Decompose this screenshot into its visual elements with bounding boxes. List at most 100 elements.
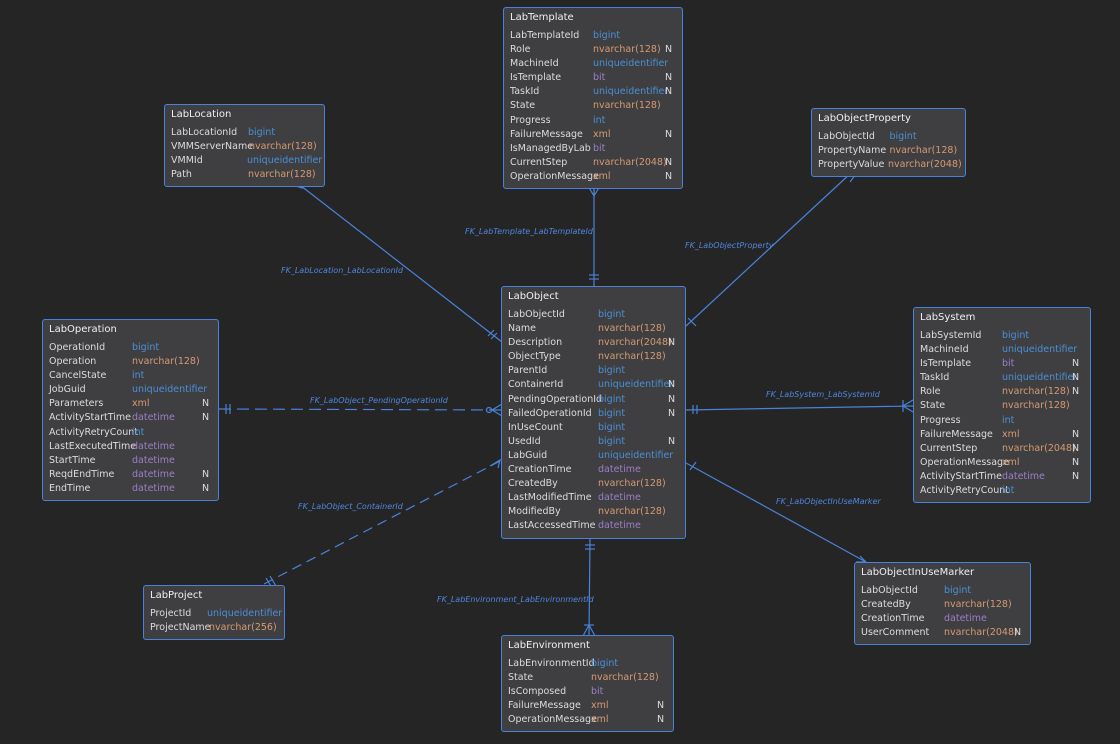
- rel-lab-location[interactable]: [289, 179, 503, 343]
- column-name: Parameters: [49, 398, 104, 410]
- column-name: LastAccessedTime: [508, 520, 596, 532]
- rel-lab-object-in-use-marker[interactable]: [685, 461, 868, 563]
- column-nullable: N: [1072, 442, 1080, 454]
- column-type: datetime: [598, 520, 641, 532]
- column-type: nvarchar(2048): [888, 159, 962, 171]
- column-type: int: [1002, 414, 1015, 426]
- rel-lab-operation[interactable]: [218, 403, 503, 417]
- column-type: nvarchar(128): [1002, 386, 1070, 398]
- table-title: LabObject: [508, 291, 559, 302]
- column-type: nvarchar(128): [591, 672, 659, 684]
- column-type: bigint: [598, 435, 626, 447]
- rel-lab-template[interactable]: [587, 185, 601, 287]
- column-type: bigint: [944, 585, 972, 596]
- column-type: nvarchar(128): [132, 356, 200, 368]
- column-name: Name: [508, 323, 537, 335]
- rel-lab-system[interactable]: [685, 399, 914, 414]
- rel-lab-environment[interactable]: [582, 536, 596, 637]
- rel-lab-project[interactable]: [263, 458, 503, 589]
- column-name: IsManagedByLab: [510, 142, 591, 154]
- column-type: bigint: [591, 658, 619, 669]
- column-name: FailureMessage: [510, 128, 583, 140]
